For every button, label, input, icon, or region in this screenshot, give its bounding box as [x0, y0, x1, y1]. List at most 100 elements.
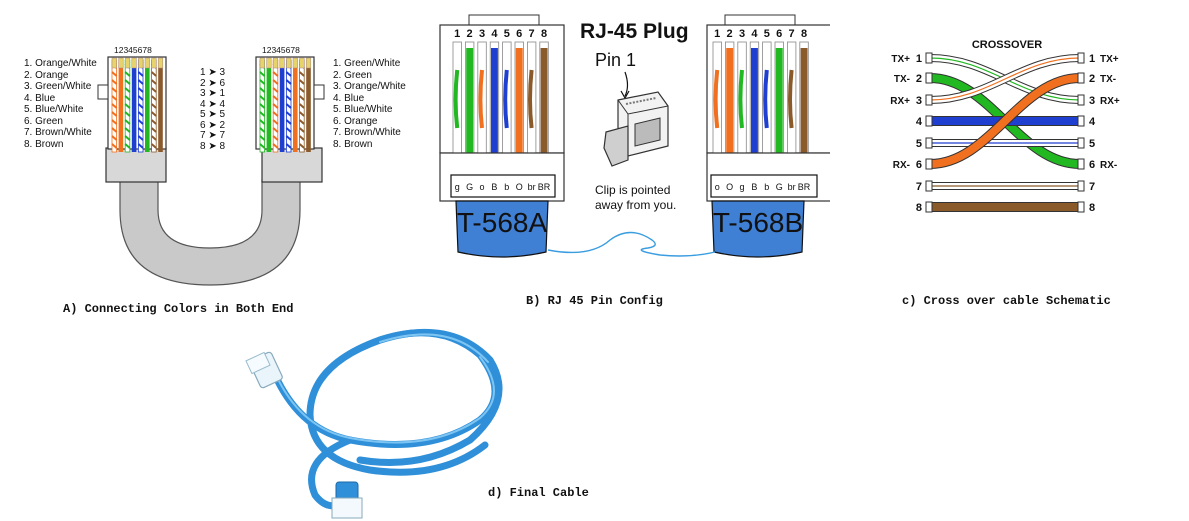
- wire-end-cap: [1077, 180, 1085, 192]
- gold-contact: [292, 57, 298, 69]
- left-pin-number: 8: [916, 202, 922, 214]
- wire-color-code: G: [776, 182, 783, 192]
- crossover-wire-stripe: [929, 57, 1081, 101]
- wire-stripe: [111, 103, 118, 109]
- wire-strand: [540, 48, 548, 153]
- left-pin-number: 6: [916, 159, 922, 171]
- wire-color-code: B: [751, 182, 757, 192]
- pin-number: 4: [751, 28, 758, 40]
- wire-stripe: [285, 87, 292, 93]
- color-legend-item: 5. Blue/White: [24, 104, 84, 115]
- wire-stripe: [124, 127, 131, 133]
- t568b-label: T-568B: [713, 207, 803, 238]
- pin-map-item: 7 ➤ 7: [200, 130, 226, 141]
- wire-stripe: [137, 143, 144, 149]
- left-pin-number: 2: [916, 73, 922, 85]
- wire-stripe: [124, 143, 131, 149]
- color-legend-item: 8. Brown: [24, 138, 64, 150]
- wire-stripe: [285, 79, 292, 85]
- wire-color-code: g: [739, 182, 744, 192]
- t568a-label: T-568A: [457, 207, 548, 238]
- pin-number: 2: [467, 28, 473, 40]
- wire-stripe: [272, 143, 279, 149]
- right-plug-wires: [259, 57, 312, 153]
- wire-stripe: [111, 71, 118, 77]
- caption-a: A) Connecting Colors in Both End: [63, 302, 294, 316]
- caption-d: d) Final Cable: [488, 486, 589, 500]
- rj45-plug-illustration: [603, 91, 669, 167]
- wire-stripe: [137, 71, 144, 77]
- wire-stripe: [298, 103, 305, 109]
- wire-stripe: [285, 135, 292, 141]
- t568a-boot: [455, 200, 549, 258]
- right-pin-number: 5: [1089, 138, 1095, 150]
- wire-color-code: BR: [538, 182, 551, 192]
- pin-number: 7: [789, 28, 795, 40]
- crossover-title: CROSSOVER: [972, 39, 1042, 51]
- pin-number: 7: [529, 28, 535, 40]
- pin-map-item: 3 ➤ 1: [200, 88, 226, 99]
- wire-stripe: [137, 127, 144, 133]
- wire-stripe: [259, 135, 266, 141]
- crossover-wire: [929, 74, 1081, 168]
- wire-stripe: [285, 119, 292, 125]
- wire-stripe: [150, 143, 157, 149]
- left-pin-number: 5: [916, 138, 922, 150]
- wire-stripe: [298, 111, 305, 117]
- wire-end-cap: [1077, 137, 1085, 149]
- wire-stripe: [272, 71, 279, 77]
- clip-note-line2: away from you.: [595, 198, 676, 212]
- color-legend-item: 5. Blue/White: [333, 104, 393, 115]
- gold-contact: [259, 57, 265, 69]
- wire-stripe: [298, 119, 305, 125]
- top-plug: [245, 351, 283, 389]
- right-pin-number: 8: [1089, 202, 1095, 214]
- wire-stripe: [124, 111, 131, 117]
- wire-stripe: [259, 87, 266, 93]
- wire-stripe: [272, 95, 279, 101]
- wire-stripe: [124, 71, 131, 77]
- color-legend-item: 1. Green/White: [333, 58, 401, 69]
- pin-number: 2: [727, 28, 733, 40]
- wire-stripe: [124, 119, 131, 125]
- wire-stripe: [285, 127, 292, 133]
- gold-contact: [266, 57, 272, 69]
- left-signal-label: RX-: [893, 160, 910, 171]
- clip-note-line1: Clip is pointed: [595, 183, 670, 197]
- pin-number: 1: [454, 28, 460, 40]
- color-legend-item: 3. Green/White: [24, 81, 92, 92]
- right-pin-number: 1: [1089, 53, 1095, 65]
- pin-map-item: 4 ➤ 4: [200, 98, 226, 110]
- wire-color-code: br: [788, 182, 796, 192]
- bottom-plug: [331, 481, 363, 519]
- gold-contact: [272, 57, 279, 69]
- wire-stripe: [137, 79, 144, 85]
- gold-contact: [157, 57, 164, 69]
- wire-color-code: G: [466, 182, 473, 192]
- wire-stripe: [259, 103, 266, 109]
- panel-d-final-cable: d) Final Cable: [240, 320, 600, 520]
- gold-contact: [151, 57, 157, 69]
- wire-stripe: [259, 71, 266, 77]
- wire-stripe: [137, 95, 144, 101]
- wire-stripe: [150, 111, 157, 117]
- wire-end-cap: [925, 115, 933, 127]
- wire-stripe: [298, 79, 305, 85]
- wire-stripe: [788, 69, 794, 129]
- wire-stripe: [124, 79, 131, 85]
- left-boot: [105, 147, 167, 183]
- wire-end-cap: [1077, 72, 1085, 84]
- wire-stripe: [713, 69, 720, 129]
- wire-stripe: [259, 127, 266, 133]
- left-plug-wires: [111, 57, 164, 153]
- wire-stripe: [111, 135, 118, 141]
- wire-strand: [466, 48, 474, 153]
- pin-number: 8: [801, 28, 807, 40]
- left-pin-number: 1: [916, 53, 922, 65]
- gold-contact: [111, 57, 117, 69]
- t568b-boot: [711, 200, 805, 258]
- pin-map-item: 2 ➤ 6: [200, 77, 226, 89]
- wire-stripe: [298, 127, 305, 133]
